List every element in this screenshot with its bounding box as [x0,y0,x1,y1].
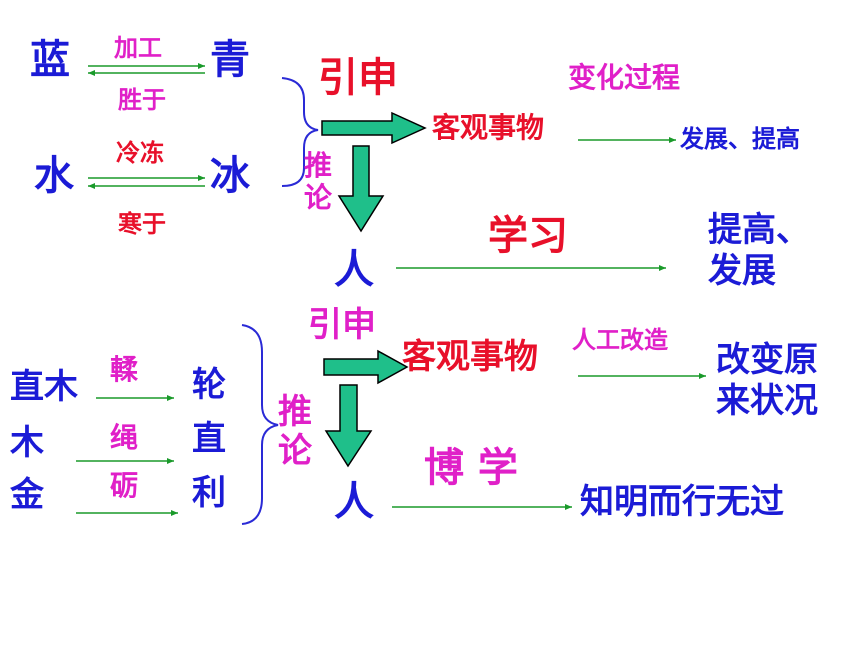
word-mu: 木 [10,423,44,463]
node-zhiming: 知明而行无过 [580,482,784,522]
node-tigao-fazhan: 提高、发展 [708,210,810,291]
word-jin: 金 [10,475,44,515]
big-arrow-down-bottom [324,384,373,468]
word-lun: 轮 [192,365,226,405]
label-li: 砺 [110,469,139,502]
bottom-brace [241,324,279,525]
node-gaibian: 改变原来状况 [716,340,818,421]
big-arrow-down-top [337,145,385,233]
word-lan: 蓝 [30,37,70,83]
label-tuilun-top: 推论 [304,149,333,215]
word-zhimu: 直木 [10,367,78,407]
node-ren-bottom: 人 [334,479,374,525]
label-lengdong: 冷冻 [116,139,164,167]
big-arrow-right-top [321,111,427,145]
label-rengong: 人工改造 [572,326,668,354]
word-qing: 青 [210,37,250,83]
big-arrow-right-bottom [323,349,409,385]
label-hanyu: 寒于 [118,210,166,238]
label-xuexi: 学习 [488,213,568,259]
word-bing: 冰 [210,153,250,199]
label-tuilun-bottom: 推论 [278,392,312,472]
label-sheng: 绳 [110,421,139,454]
word-li2: 利 [192,473,226,513]
label-jiagong: 加工 [114,34,162,62]
label-rou: 輮 [110,353,139,386]
node-keguan-top: 客观事物 [432,111,545,144]
node-fazhan-tigao: 发展、提高 [680,125,800,153]
node-keguan-bottom: 客观事物 [402,337,538,377]
word-zhi: 直 [192,419,226,459]
word-shui: 水 [34,153,74,199]
top-brace [281,77,319,187]
label-bianhua: 变化过程 [568,61,681,94]
label-shengyu: 胜于 [118,86,166,114]
label-boxue: 博 学 [424,445,518,491]
node-ren-top: 人 [334,247,374,293]
label-yinshen-top: 引申 [318,55,398,101]
label-yinshen-bottom: 引申 [308,305,376,345]
